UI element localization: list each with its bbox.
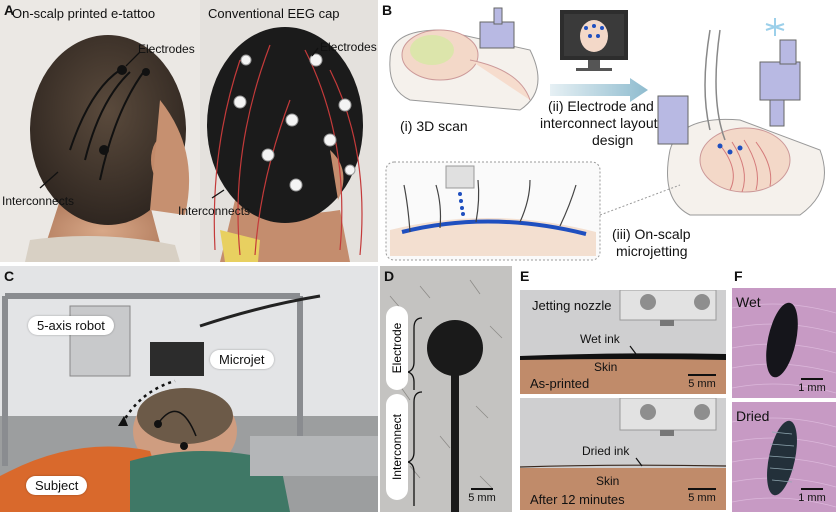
panel-e-label: E [520, 268, 530, 284]
panel-b: B (i) 3D scan (ii) Electrode and interco… [380, 0, 836, 262]
panel-d: D Electrode Interconnect 5 mm [380, 266, 512, 512]
step-design-line2: interconnect layout [540, 115, 658, 131]
panel-c-illustration [0, 266, 378, 512]
scale-bar-f-top: 1 mm [792, 378, 832, 394]
label-subject: Subject [26, 476, 88, 495]
panel-c-label: C [4, 268, 15, 284]
side-scanner [657, 95, 689, 145]
label-microjet: Microjet [210, 350, 274, 369]
label-dried-ink: Dried ink [582, 444, 630, 458]
printed-interconnect [451, 374, 459, 512]
label-dried: Dried [736, 408, 770, 424]
label-interconnects-right: Interconnects [178, 204, 251, 218]
scale-bar-e-bottom: 5 mm [682, 488, 722, 504]
ink-arrows [629, 345, 643, 467]
flow-arrow [550, 78, 648, 102]
scale-bar-e-top: 5 mm [682, 374, 722, 390]
wet-ink-spot [766, 302, 798, 378]
panel-b-illustration [385, 7, 825, 261]
f-wet-image [732, 288, 836, 398]
print-head [699, 127, 791, 193]
right-ear [330, 150, 344, 200]
label-skin-bottom: Skin [596, 474, 620, 488]
scale-bar-f-bottom: 1 mm [792, 488, 832, 504]
label-as-printed: As-printed [530, 376, 590, 391]
scanner-device [479, 21, 515, 49]
microjet-head [150, 342, 204, 376]
step-design-line3: design [592, 132, 634, 148]
step-microjet-line2: microjetting [616, 243, 688, 259]
panel-b-label: B [382, 2, 393, 18]
label-wet: Wet [736, 294, 761, 310]
panel-a-label: A [4, 2, 15, 18]
e-after-image [520, 398, 726, 510]
panel-c: C 5-axis robot Microjet Subject [0, 266, 378, 512]
left-shirt [25, 236, 180, 262]
panel-f-label: F [734, 268, 743, 284]
print-robot-arm [759, 61, 801, 101]
printed-electrode [427, 320, 483, 376]
step-design-line1: (ii) Electrode and [548, 98, 654, 114]
panel-a: A On-scalp printed e-tattoo Conventional… [0, 0, 378, 262]
step-microjet-line1: (iii) On-scalp [612, 226, 691, 242]
panel-f: F Wet 1 mm Dried 1 mm [730, 266, 836, 512]
electrode-arrows [39, 47, 319, 199]
label-interconnects-left: Interconnects [2, 194, 75, 208]
f-dried-image [732, 402, 836, 512]
title-e-tattoo: On-scalp printed e-tattoo [12, 6, 156, 21]
label-wet-ink: Wet ink [580, 332, 620, 346]
label-electrodes-left: Electrodes [138, 42, 195, 56]
step-3d-scan: (i) 3D scan [400, 118, 468, 134]
right-cap [207, 27, 363, 223]
scale-bar-d: 5 mm [462, 488, 502, 504]
e-as-printed-image [520, 290, 726, 394]
title-eeg-cap: Conventional EEG cap [208, 6, 340, 21]
left-head [30, 35, 186, 225]
panel-d-label: D [384, 268, 395, 284]
panel-d-illustration [389, 279, 503, 512]
label-electrode: Electrode [386, 306, 408, 390]
dried-ink-spot [767, 420, 797, 496]
panel-a-illustration [0, 0, 378, 262]
label-after-12-minutes: After 12 minutes [530, 492, 625, 507]
left-face [150, 100, 190, 215]
label-jetting-nozzle: Jetting nozzle [532, 298, 612, 313]
label-5-axis-robot: 5-axis robot [28, 316, 114, 335]
label-electrodes-right: Electrodes [320, 40, 377, 54]
label-skin-top: Skin [594, 360, 618, 374]
panel-e: E Jetting nozzle Wet ink Skin As-printed… [516, 266, 726, 512]
label-interconnect: Interconnect [386, 394, 408, 500]
